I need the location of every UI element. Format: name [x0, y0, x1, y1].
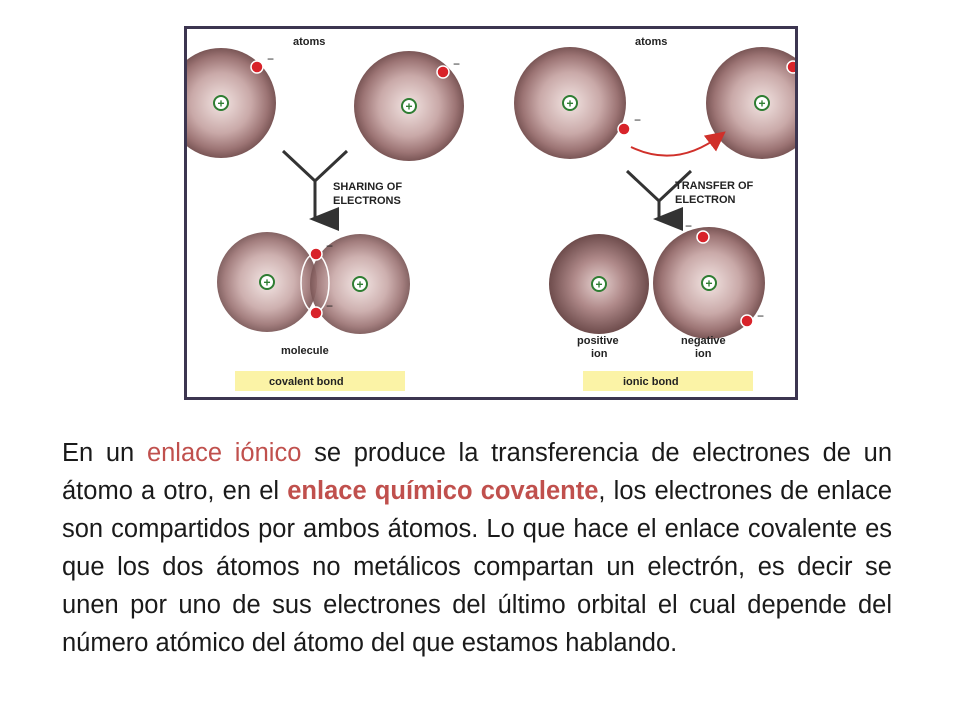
electron-icon [436, 65, 450, 79]
electron-icon [786, 60, 795, 74]
sharing-label-line1: SHARING OF [333, 181, 402, 193]
positive-ion-label-line2: ion [591, 348, 608, 360]
nucleus-icon [562, 95, 578, 111]
electron-icon [696, 230, 710, 244]
transfer-arrow-icon [630, 131, 726, 157]
ionic-atom-right [706, 47, 795, 159]
molecule-label: molecule [281, 345, 329, 357]
nucleus-icon [259, 274, 275, 290]
covalent-bond-caption: covalent bond [269, 376, 344, 388]
nucleus-icon [754, 95, 770, 111]
plus-icon: + [705, 277, 712, 291]
electron-icon [250, 60, 264, 74]
transfer-label-line1: TRANSFER OF [675, 180, 754, 192]
ionic-atoms-label: atoms [635, 36, 667, 48]
shared-electron-icon [309, 306, 323, 320]
plus-icon: + [595, 278, 602, 292]
highlight-ionic-bond: enlace iónico [146, 439, 302, 467]
sharing-label-line2: ELECTRONS [333, 195, 401, 207]
highlight-covalent-bond: enlace químico covalente [287, 477, 599, 505]
minus-icon: − [757, 309, 764, 323]
covalent-caption-band [235, 371, 405, 391]
plus-icon: + [566, 97, 573, 111]
plus-icon: + [405, 100, 412, 114]
nucleus-icon [352, 276, 368, 292]
nucleus-icon [591, 276, 607, 292]
positive-ion-label-line1: positive [577, 335, 619, 347]
plus-icon: + [217, 97, 224, 111]
paragraph-text: se produce la transferencia de electrone… [62, 439, 892, 505]
shared-electron-icon [309, 247, 323, 261]
plus-icon: + [356, 278, 363, 292]
merge-arrow-icon [281, 149, 349, 184]
plus-icon: + [758, 97, 765, 111]
minus-icon: − [326, 239, 333, 253]
paragraph-text: En un [62, 439, 147, 467]
nucleus-icon [701, 275, 717, 291]
minus-icon: − [685, 219, 692, 233]
explanation-paragraph: En un enlace iónico se produce la transf… [62, 434, 892, 662]
covalent-atoms-label: atoms [293, 36, 325, 48]
negative-ion-label-line1: negative [681, 335, 726, 347]
electron-icon [617, 122, 631, 136]
plus-icon: + [263, 276, 270, 290]
bond-diagram-figure: atoms + − + − SHARING OF ELECTRONS + + −… [184, 26, 798, 400]
minus-icon: − [453, 57, 460, 71]
minus-icon: − [634, 113, 641, 127]
negative-ion-label-line2: ion [695, 348, 712, 360]
ionic-caption-band [583, 371, 753, 391]
minus-icon: − [326, 299, 333, 313]
bond-diagram: atoms + − + − SHARING OF ELECTRONS + + −… [187, 36, 795, 391]
ionic-bond-caption: ionic bond [623, 376, 679, 388]
covalent-atom-left [187, 48, 276, 158]
nucleus-icon [401, 98, 417, 114]
paragraph-text: , los electrones de enlace son compartid… [62, 477, 892, 657]
minus-icon: − [267, 52, 274, 66]
nucleus-icon [213, 95, 229, 111]
electron-icon [740, 314, 754, 328]
transfer-label-line2: ELECTRON [675, 194, 736, 206]
